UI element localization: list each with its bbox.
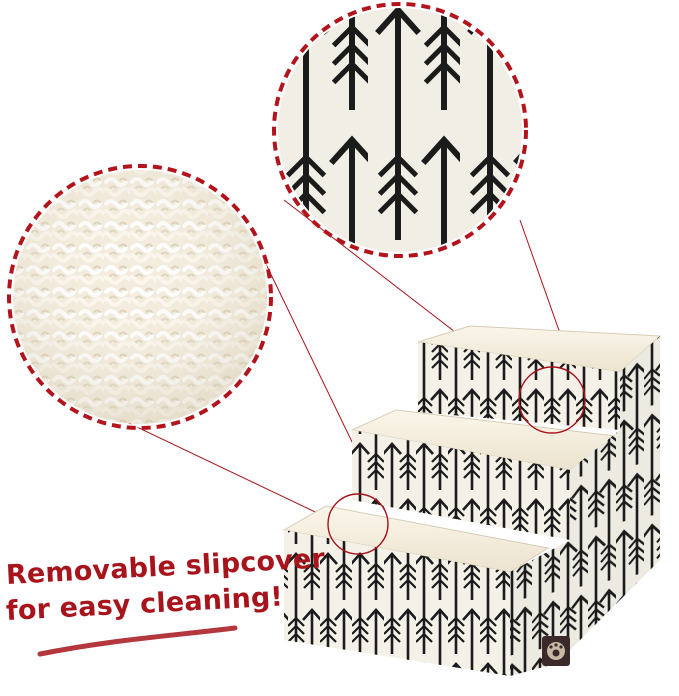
step-middle [350, 409, 620, 650]
magnifier-circle-sherpa [7, 164, 273, 430]
step-top [417, 325, 662, 600]
paw-badge-icon [542, 636, 570, 666]
caption-brush-underline [37, 625, 238, 657]
fabric-target-circle [518, 366, 586, 434]
magnifier-circle-arrows [272, 2, 528, 258]
pet-stairs [282, 325, 662, 676]
sherpa-target-circle [327, 493, 389, 555]
step-bottom [282, 505, 570, 676]
